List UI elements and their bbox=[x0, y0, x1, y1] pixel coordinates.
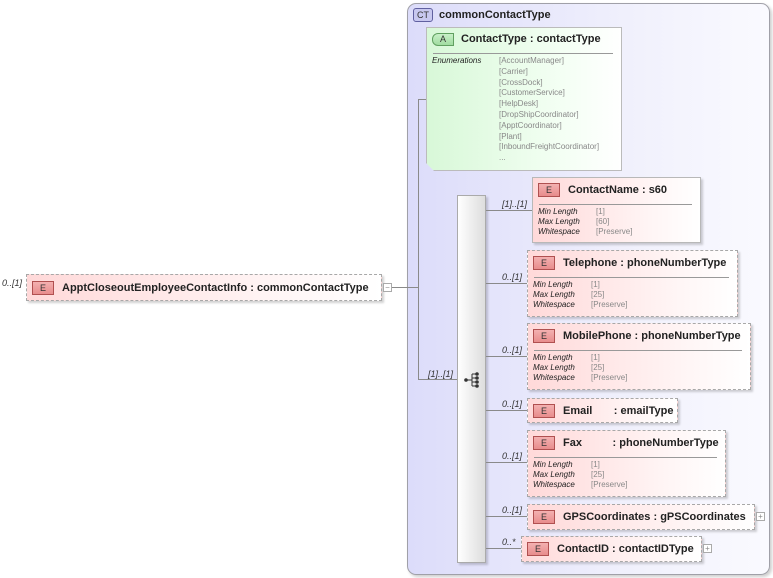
element-name: GPSCoordinates bbox=[563, 511, 651, 523]
element-name: ContactName bbox=[568, 184, 639, 196]
whitespace-label: Whitespace bbox=[533, 373, 575, 382]
element-name: Fax bbox=[563, 437, 582, 449]
element-badge: E bbox=[533, 404, 555, 418]
element-type: emailType bbox=[620, 405, 674, 417]
sequence-compositor[interactable] bbox=[457, 195, 486, 563]
element-name: Email bbox=[563, 405, 593, 417]
element-name: Telephone bbox=[563, 257, 618, 269]
element-name: MobilePhone bbox=[563, 330, 632, 342]
element-badge: E bbox=[533, 329, 555, 343]
child-cardinality: 0..[1] bbox=[502, 399, 523, 409]
max-length-label: Max Length bbox=[533, 363, 575, 372]
element-badge: E bbox=[538, 183, 560, 197]
enumeration-value: [HelpDesk] bbox=[499, 99, 539, 109]
max-length-value: [25] bbox=[591, 363, 605, 372]
child-cardinality: 0..[1] bbox=[502, 505, 523, 515]
max-length-value: [25] bbox=[591, 290, 605, 299]
enumeration-value: [Carrier] bbox=[499, 66, 528, 76]
collapse-icon[interactable]: − bbox=[383, 283, 392, 292]
sequence-cardinality: [1]..[1] bbox=[428, 369, 454, 379]
complex-type-name: commonContactType bbox=[439, 9, 551, 21]
min-length-label: Min Length bbox=[533, 280, 573, 289]
enumerations-list: [AccountManager][Carrier][CrossDock][Cus… bbox=[499, 56, 599, 164]
min-length-label: Min Length bbox=[533, 353, 573, 362]
root-type: commonContactType bbox=[256, 281, 369, 294]
enumeration-value: [CrossDock] bbox=[499, 77, 543, 87]
element-badge: E bbox=[533, 436, 555, 450]
attribute-type: contactType bbox=[536, 33, 601, 45]
element-type: contactIDType bbox=[618, 543, 694, 555]
max-length-label: Max Length bbox=[538, 217, 580, 226]
expand-icon[interactable]: + bbox=[756, 512, 765, 521]
attribute-badge: A bbox=[432, 33, 454, 46]
element-badge: E bbox=[533, 510, 555, 524]
enumeration-value: [CustomerService] bbox=[499, 88, 565, 98]
enumeration-value: [ApptCoordinator] bbox=[499, 120, 562, 130]
max-length-label: Max Length bbox=[533, 290, 575, 299]
enumeration-value: ... bbox=[499, 153, 506, 163]
whitespace-value: [Preserve] bbox=[596, 227, 633, 236]
element-type: gPSCoordinates bbox=[660, 511, 746, 523]
min-length-value: [1] bbox=[591, 353, 600, 362]
element-badge: E bbox=[32, 280, 54, 295]
enumeration-value: [InboundFreightCoordinator] bbox=[499, 142, 600, 152]
min-length-label: Min Length bbox=[533, 460, 573, 469]
max-length-value: [25] bbox=[591, 470, 605, 479]
complex-type-badge: CT bbox=[413, 8, 433, 22]
element-type: phoneNumberType bbox=[619, 437, 719, 449]
enumeration-value: [Plant] bbox=[499, 131, 522, 141]
child-cardinality: 0..[1] bbox=[502, 451, 523, 461]
element-type: phoneNumberType bbox=[626, 257, 727, 269]
min-length-value: [1] bbox=[591, 280, 600, 289]
attribute-contact-type[interactable]: A ContactType : contactType Enumerations… bbox=[426, 27, 622, 171]
expand-icon[interactable]: + bbox=[703, 544, 712, 553]
max-length-label: Max Length bbox=[533, 470, 575, 479]
max-length-value: [60] bbox=[596, 217, 610, 226]
element-type: s60 bbox=[648, 184, 668, 196]
child-cardinality: 0..[1] bbox=[502, 272, 523, 282]
min-length-value: [1] bbox=[591, 460, 600, 469]
element-badge: E bbox=[533, 256, 555, 270]
child-cardinality: 0..[1] bbox=[502, 345, 523, 355]
element-name: ContactID bbox=[557, 543, 609, 555]
min-length-value: [1] bbox=[596, 207, 605, 216]
element-type: phoneNumberType bbox=[641, 330, 741, 342]
whitespace-label: Whitespace bbox=[533, 300, 575, 309]
root-cardinality: 0..[1] bbox=[2, 278, 23, 288]
whitespace-label: Whitespace bbox=[538, 227, 580, 236]
enumeration-value: [AccountManager] bbox=[499, 56, 564, 65]
whitespace-value: [Preserve] bbox=[591, 480, 628, 489]
whitespace-value: [Preserve] bbox=[591, 373, 628, 382]
attribute-name: ContactType bbox=[461, 33, 527, 45]
enumerations-label: Enumerations bbox=[432, 56, 482, 65]
whitespace-value: [Preserve] bbox=[591, 300, 628, 309]
enumeration-value: [DropShipCoordinator] bbox=[499, 109, 579, 119]
min-length-label: Min Length bbox=[538, 207, 578, 216]
sequence-icon bbox=[464, 372, 479, 388]
whitespace-label: Whitespace bbox=[533, 480, 575, 489]
root-name: ApptCloseoutEmployeeContactInfo bbox=[62, 281, 248, 294]
child-cardinality: [1]..[1] bbox=[502, 199, 528, 209]
element-badge: E bbox=[527, 542, 549, 556]
child-cardinality: 0..* bbox=[502, 537, 516, 547]
